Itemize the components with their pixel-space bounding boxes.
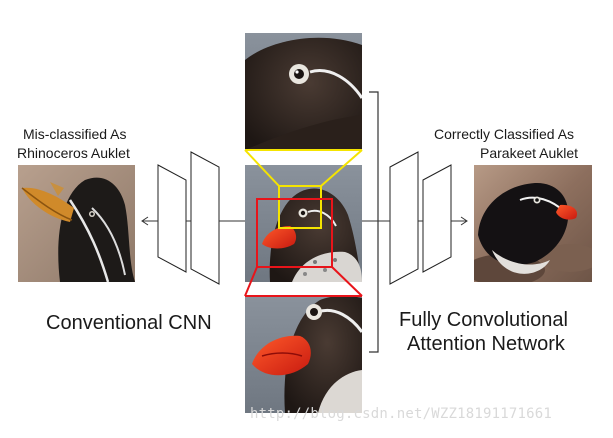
conventional-cnn-layers — [157, 151, 220, 285]
red-attention-box — [256, 198, 333, 268]
bottom-zoom-image — [245, 296, 362, 413]
attention-network-layers — [389, 151, 452, 285]
cnn-layer-2 — [190, 151, 220, 285]
yellow-top-border — [245, 149, 362, 151]
left-caption-line1: Mis-classified As — [23, 126, 127, 142]
attention-network-label-line1: Fully Convolutional — [399, 309, 568, 331]
yellow-connector-right — [320, 149, 363, 187]
right-caption-line2: Parakeet Auklet — [480, 145, 579, 161]
center-bird-image — [245, 165, 362, 282]
red-connector-left — [244, 266, 258, 297]
red-connector-right — [331, 266, 363, 297]
red-bottom-border — [245, 295, 362, 297]
zoom-bracket — [369, 91, 379, 353]
cnn-layer-1 — [157, 164, 187, 273]
rhinoceros-auklet-image — [18, 165, 135, 282]
yellow-connector-left — [244, 149, 280, 187]
attention-layer-1 — [389, 151, 419, 285]
conventional-cnn-label: Conventional CNN — [46, 312, 212, 334]
top-zoom-image — [245, 33, 362, 150]
parakeet-auklet-image — [474, 165, 592, 282]
left-caption-line2: Rhinoceros Auklet — [17, 145, 130, 161]
right-caption-line1: Correctly Classified As — [434, 126, 575, 142]
arrow-head-right — [460, 216, 468, 226]
watermark: http://blog.csdn.net/WZZ18191171661 — [250, 406, 553, 422]
attention-network-label-line2: Attention Network — [407, 333, 565, 355]
yellow-attention-box — [278, 185, 322, 229]
attention-layer-2 — [422, 164, 452, 273]
arrow-head-left — [141, 216, 149, 226]
